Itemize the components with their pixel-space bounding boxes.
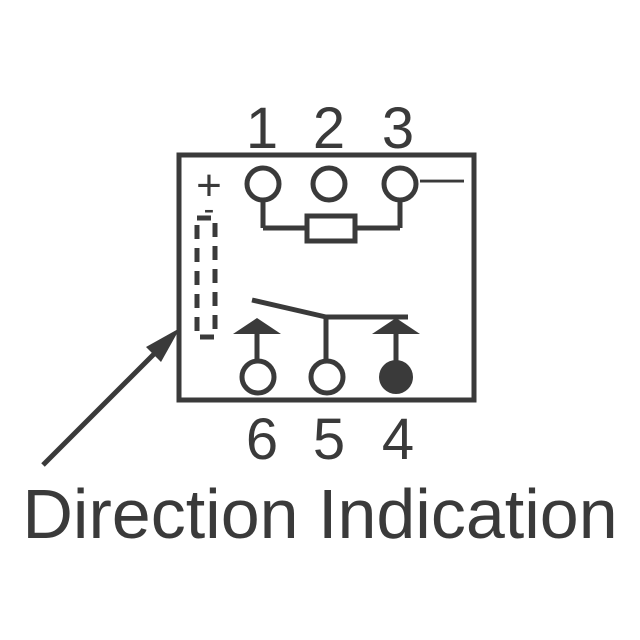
direction-indication-caption: Direction Indication: [22, 475, 617, 553]
pin-label-1: 1: [246, 96, 278, 161]
pin-3-terminal: [381, 165, 419, 203]
pin-label-2: 2: [313, 96, 345, 161]
direction-indication-mark: [194, 215, 218, 340]
pin-1-terminal: [244, 165, 282, 203]
pin-2-terminal: [310, 165, 348, 203]
pin-4-terminal: [379, 360, 413, 394]
pin-label-6: 6: [246, 407, 278, 472]
pin-5-terminal: [308, 358, 346, 396]
pointer-arrow-line: [41, 346, 162, 467]
minus-sign-small: -: [204, 191, 215, 227]
pin-label-4: 4: [382, 407, 414, 472]
pointer-arrowhead: [146, 328, 180, 362]
contact-arrow-4: [372, 318, 420, 334]
plus-sign: +: [196, 161, 222, 210]
switch-armature: [251, 297, 327, 320]
contact-arrow-6: [233, 318, 281, 334]
minus-sign-right: —: [420, 153, 464, 202]
pin-6-terminal: [239, 358, 277, 396]
pin-label-5: 5: [313, 407, 345, 472]
package-outline: [176, 152, 477, 403]
coil-resistor: [304, 213, 358, 244]
pin-label-3: 3: [382, 96, 414, 161]
